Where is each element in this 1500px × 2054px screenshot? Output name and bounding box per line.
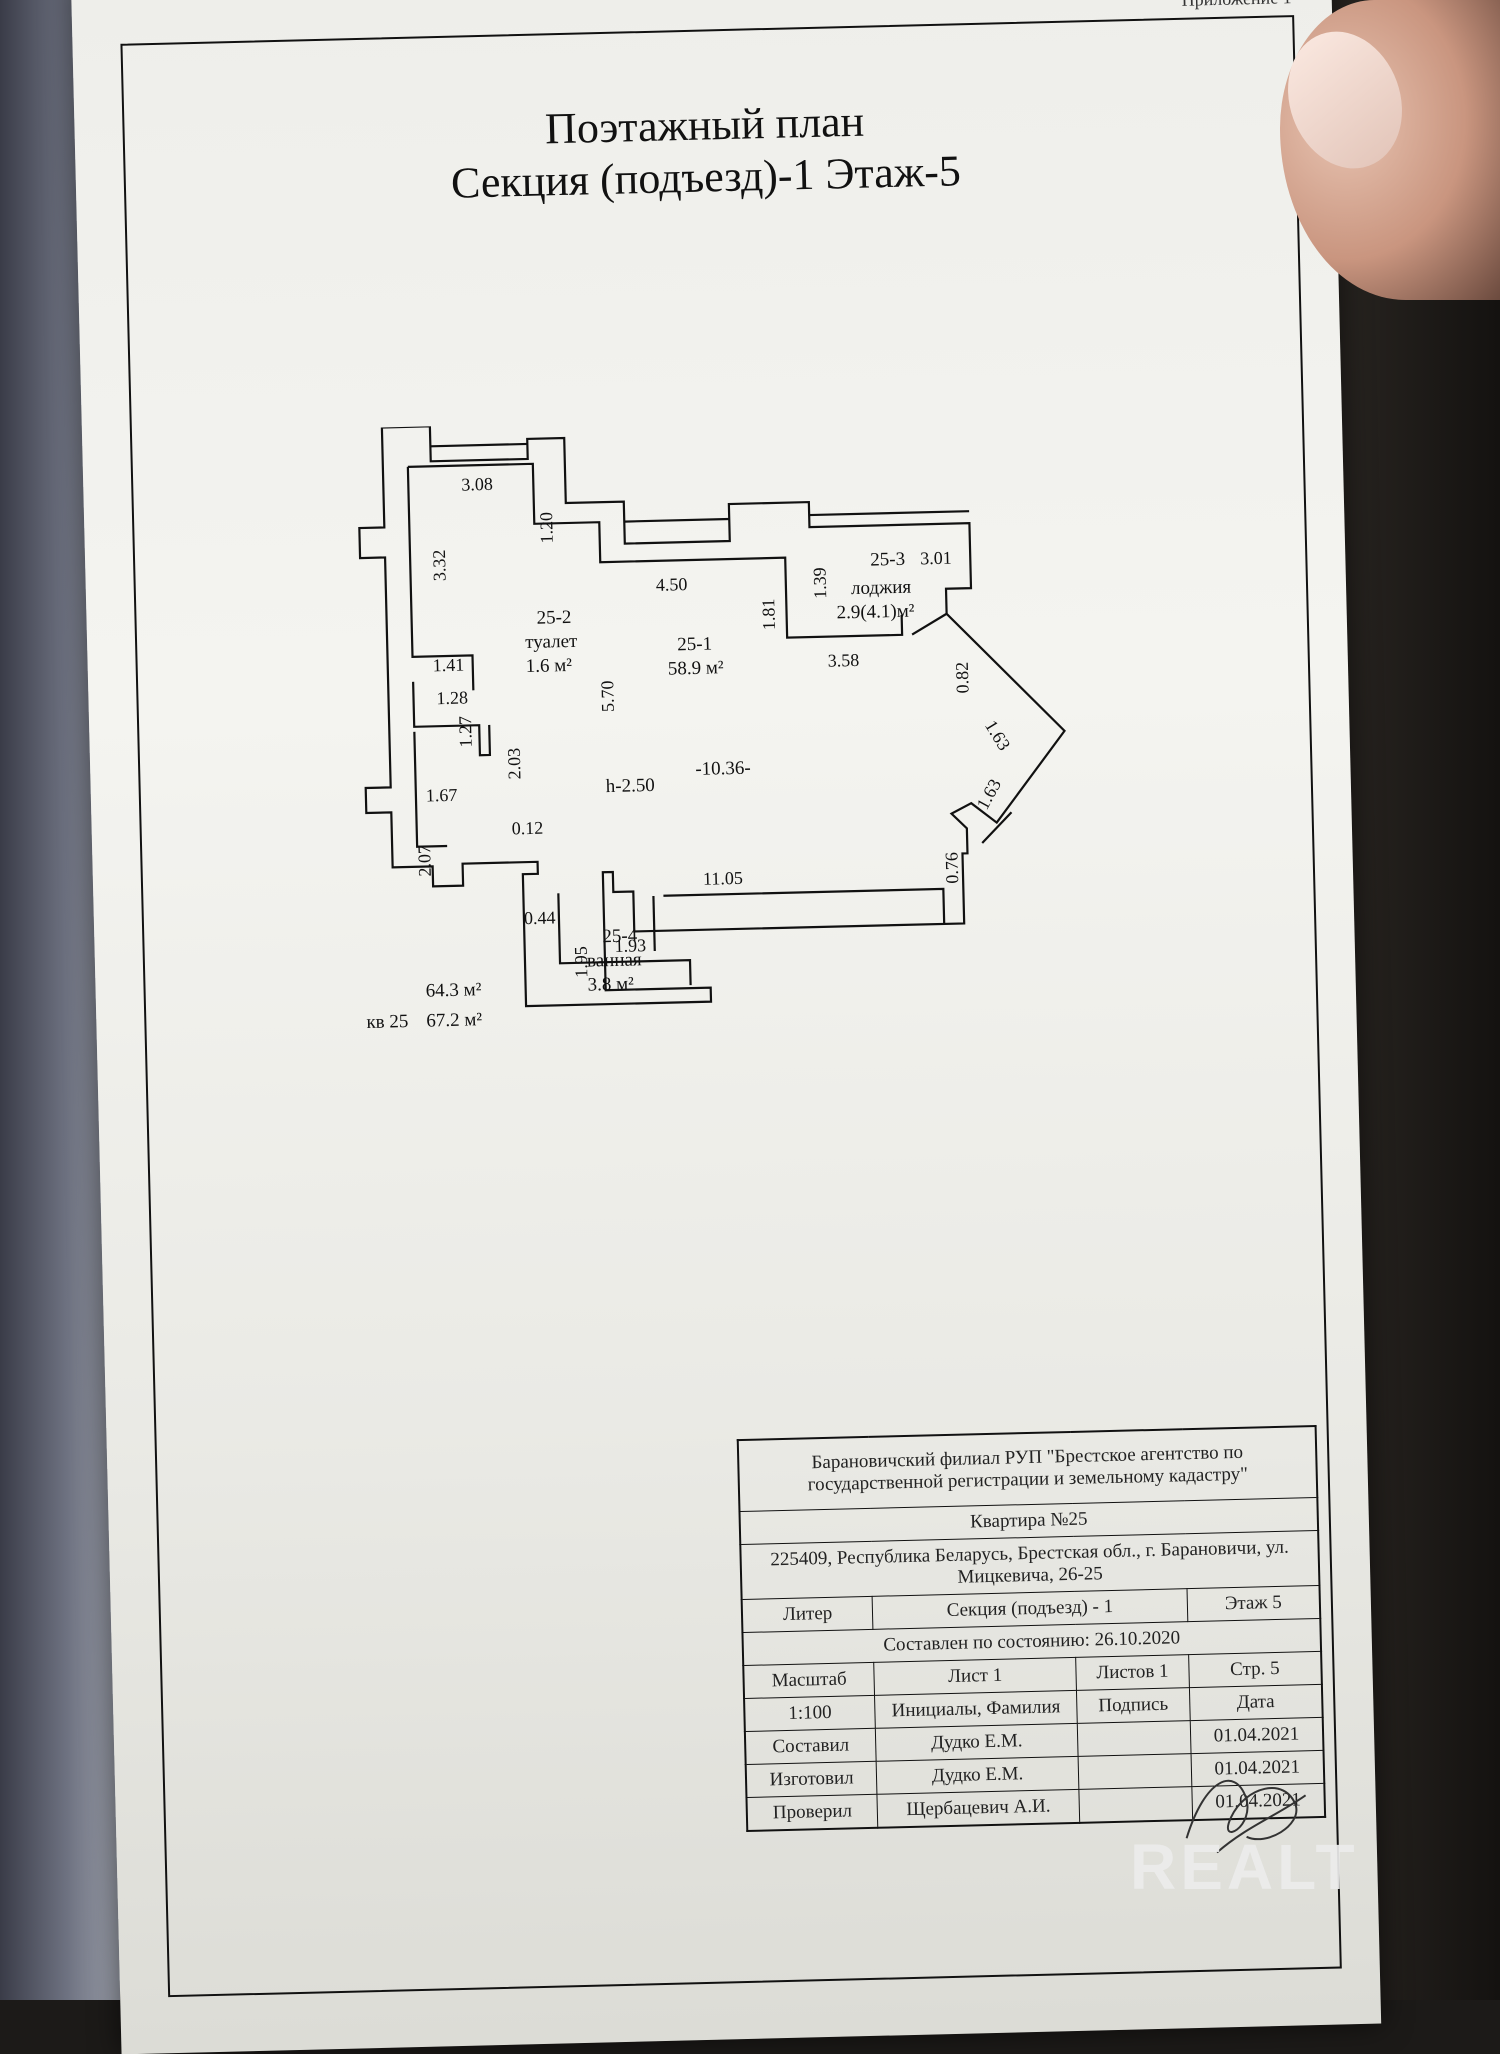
realt-logo: REALT: [1130, 1831, 1359, 1903]
room-area: 2.9(4.1)м²: [836, 601, 915, 624]
stamp-role: Проверил: [746, 1794, 878, 1831]
room-name: ванная: [587, 949, 642, 971]
stamp-col-names: Инициалы, Фамилия: [874, 1690, 1078, 1729]
dim-label: 0.44: [524, 907, 556, 928]
dim-label: 1.93: [614, 935, 646, 956]
dim-label: 2.03: [504, 748, 525, 780]
room-id: 25-1: [677, 633, 712, 655]
dim-label: 1.41: [432, 655, 464, 676]
dim-label: 5.70: [597, 680, 618, 712]
room-id: 25-4: [602, 925, 638, 947]
stamp-scale-label: Масштаб: [743, 1662, 875, 1699]
dim-label: 3.01: [920, 548, 952, 569]
apartment-label: кв 25: [366, 1011, 408, 1033]
dim-label: 3.08: [461, 474, 493, 495]
stamp-date: 01.04.2021: [1189, 1717, 1324, 1754]
dim-label: 1.20: [536, 512, 557, 544]
room-area: 58.9 м²: [668, 657, 725, 679]
room-id: 25-2: [536, 607, 571, 629]
stamp-person: Дудко Е.М.: [876, 1756, 1079, 1795]
stamp-liter: Литер: [741, 1596, 874, 1633]
room-id: 25-3: [870, 549, 905, 571]
stamp-page: Стр. 5: [1188, 1651, 1322, 1688]
room-name: туалет: [525, 631, 578, 653]
room-area: 1.6 м²: [526, 655, 573, 677]
main-length: -10.36-: [695, 758, 751, 780]
stamp-role: Изготовил: [745, 1761, 878, 1798]
dim-label: 3.32: [429, 549, 450, 581]
stamp-person: Щербацевич А.И.: [877, 1789, 1080, 1828]
dim-label: 3.58: [827, 650, 859, 671]
ceiling-height: h-2.50: [605, 775, 655, 797]
stamp-col-sign: Подпись: [1076, 1687, 1190, 1724]
dim-label: 1.67: [426, 785, 458, 806]
dim-label: 1.63: [981, 717, 1014, 754]
stamp-col-date: Дата: [1189, 1684, 1323, 1721]
appendix-label: Приложение 1: [1181, 0, 1292, 11]
dim-label: 1.81: [758, 598, 779, 630]
dim-label: 1.95: [571, 946, 592, 978]
dim-label: 1.28: [436, 687, 468, 708]
dim-label: 0.12: [511, 818, 543, 839]
stamp-sign-cell: [1077, 1720, 1191, 1757]
dim-label: 11.05: [703, 868, 743, 889]
stamp-sheets: Листов 1: [1075, 1654, 1190, 1691]
dim-label: 0.76: [941, 852, 962, 884]
stamp-sheet: Лист 1: [873, 1657, 1077, 1696]
handwritten-signature: [1185, 1779, 1307, 1854]
stamp-person: Дудко Е.М.: [875, 1723, 1079, 1762]
stamp-floor: Этаж 5: [1186, 1585, 1321, 1622]
room-name: лоджия: [851, 577, 912, 599]
dim-label: 4.50: [656, 574, 688, 595]
dim-label: 1.27: [455, 716, 476, 748]
dim-label: 0.82: [952, 662, 973, 694]
stamp-role: Составил: [744, 1728, 877, 1765]
dim-label: 2.07: [414, 845, 435, 877]
floor-plan-drawing: 3.08 1.20 3.32 4.50 1.81 1.39 3.01 3.58 …: [358, 425, 1066, 1033]
stamp-scale-value: 1:100: [744, 1695, 876, 1732]
dim-label: 1.39: [809, 567, 830, 599]
apartment-area: 67.2 м²: [426, 1009, 483, 1031]
room-area: 3.8 м²: [587, 973, 634, 995]
document-sheet: Приложение 1 Поэтажный план Секция (подъ…: [70, 0, 1382, 2054]
total-area: 64.3 м²: [425, 979, 482, 1001]
